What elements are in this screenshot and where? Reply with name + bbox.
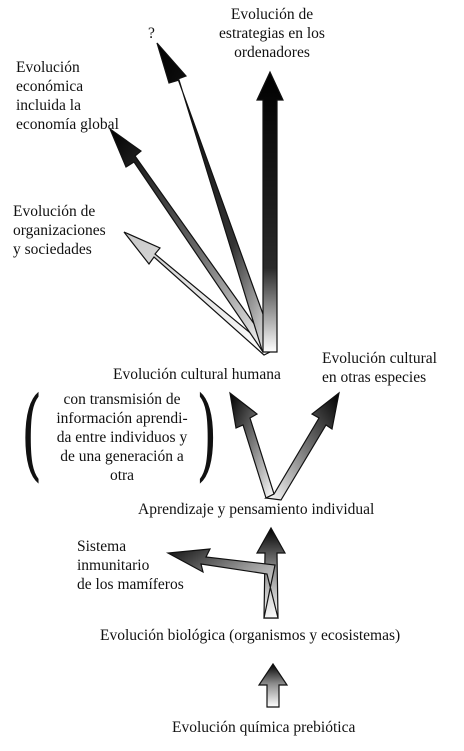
right-parenthesis: ) — [196, 375, 218, 492]
label-line: de los mamíferos — [77, 576, 184, 593]
label-line: organizaciones — [13, 222, 106, 239]
label-line: otra — [109, 467, 135, 484]
label-line: inmunitario — [77, 557, 150, 574]
arrow-aprendizaje-to-cultural-otras — [263, 391, 340, 501]
label-aprendizaje: Aprendizaje y pensamiento individual — [138, 501, 375, 518]
label-cultural-humana: Evolución cultural humana — [113, 366, 281, 383]
label-line: ordenadores — [234, 44, 310, 61]
label-evolucion-biologica: Evolución biológica (organismos y ecosis… — [100, 627, 401, 644]
label-organizaciones: Evolución de organizaciones y sociedades — [13, 202, 106, 259]
arrow-cultural-to-question — [156, 42, 277, 351]
label-line: Evolución cultural — [322, 350, 437, 367]
label-cultural-otras-especies: Evolución cultural en otras especies — [322, 349, 437, 387]
label-line: Evolución de — [13, 203, 96, 220]
label-line: de una generación a — [60, 448, 184, 465]
label-line: con transmisión de — [63, 391, 181, 408]
label-economica: Evolución económica incluida la economía… — [16, 58, 119, 134]
label-sistema-inmunitario: Sistema inmunitario de los mamíferos — [77, 537, 184, 594]
arrow-biologica-to-inmunitario — [165, 548, 279, 619]
label-line: y sociedades — [13, 241, 92, 258]
arrow-cultural-to-ordenadores — [256, 70, 284, 353]
label-line: economía global — [16, 116, 119, 133]
label-line: estrategias en los — [219, 25, 325, 42]
label-ordenadores: Evolución de estrategias en los ordenado… — [197, 5, 347, 62]
label-line: da entre individuos y — [56, 429, 188, 446]
left-parenthesis: ( — [21, 375, 43, 492]
label-line: económica — [16, 78, 84, 95]
label-line: en otras especies — [322, 369, 427, 386]
label-transmision: con transmisión de información aprendi- … — [42, 390, 202, 485]
arrow-quimica-to-biologica — [257, 662, 289, 708]
label-line: información aprendi- — [56, 410, 188, 427]
label-question: ? — [148, 25, 155, 42]
label-line: incluida la — [16, 97, 81, 114]
label-line: Sistema — [77, 538, 127, 555]
label-line: Evolución — [16, 59, 80, 76]
label-quimica-prebiotica: Evolución química prebiótica — [172, 719, 356, 736]
arrow-cultural-to-economica — [108, 127, 273, 353]
arrow-aprendizaje-to-cultural-humana — [229, 391, 275, 499]
label-line: Evolución de — [230, 6, 314, 23]
